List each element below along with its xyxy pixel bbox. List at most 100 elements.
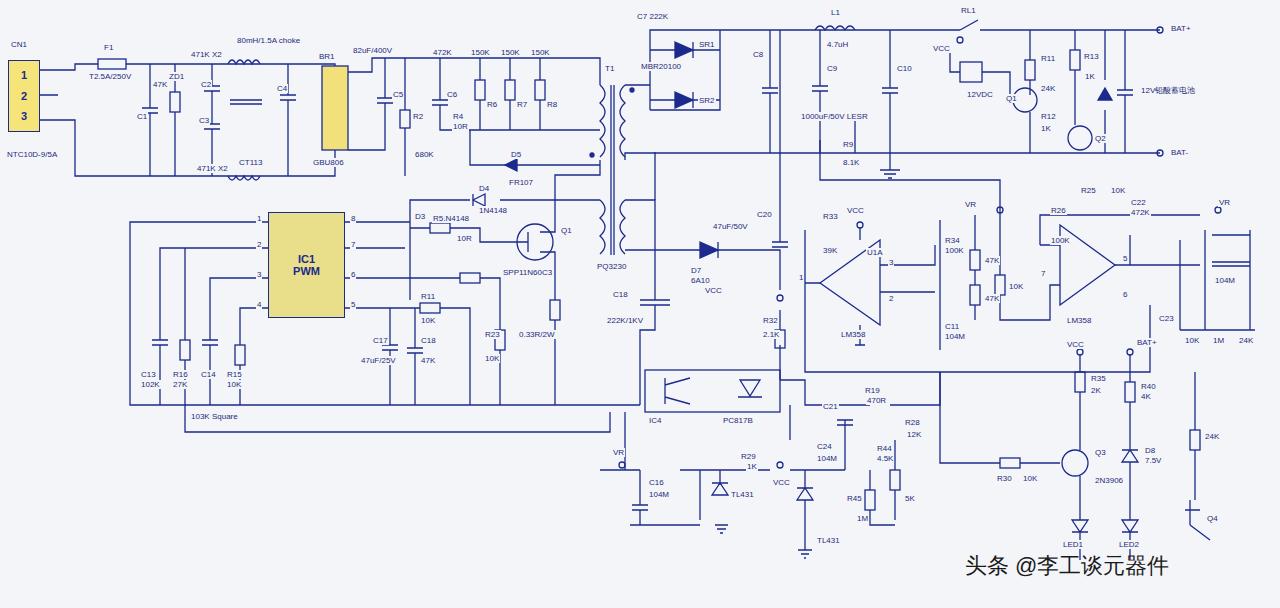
component-label: 471K X2 — [190, 50, 223, 59]
component-label: R35 — [1090, 374, 1107, 383]
component-label: 2K — [1090, 386, 1102, 395]
component-label: 24K — [1040, 84, 1056, 93]
component-label: 24K — [1238, 336, 1254, 345]
component-label: C22 — [1130, 198, 1147, 207]
component-label: 104M — [944, 332, 966, 341]
component-label: Q1 — [1005, 94, 1018, 103]
connector-block: 1 2 3 — [8, 60, 40, 132]
component-label: 12V铅酸蓄电池 — [1140, 86, 1196, 95]
component-label: NTC10D-9/5A — [6, 150, 58, 159]
component-label: C20 — [756, 210, 773, 219]
component-label: 10R — [452, 122, 469, 131]
component-label: 680K — [414, 150, 435, 159]
component-label: 472K — [1130, 208, 1151, 217]
component-label: 10K — [484, 354, 500, 363]
component-label: LED2 — [1118, 540, 1140, 549]
component-label: R19 — [864, 386, 881, 395]
component-label: IC4 — [648, 416, 662, 425]
component-label: 1 — [798, 273, 804, 282]
component-label: R28 — [904, 418, 921, 427]
component-label: C16 — [648, 478, 665, 487]
component-label: R7 — [516, 100, 528, 109]
component-label: R5 — [432, 214, 444, 223]
component-label: 6 — [350, 270, 356, 279]
component-label: R32 — [762, 316, 779, 325]
component-label: T1 — [604, 64, 615, 73]
component-label: 1K — [1084, 72, 1096, 81]
component-label: VCC — [1066, 340, 1085, 349]
component-label: 472K — [432, 48, 453, 57]
component-label: BAT+ — [1136, 338, 1158, 347]
component-label: 1N4148 — [440, 214, 470, 223]
component-label: C1 — [136, 112, 148, 121]
component-label: 24K — [1204, 432, 1220, 441]
component-label: 470R — [866, 396, 887, 405]
component-label: R6 — [486, 100, 498, 109]
component-label: C18 — [612, 290, 629, 299]
component-label: 222K/1KV — [606, 316, 644, 325]
component-label: 100K — [944, 246, 965, 255]
component-label: C14 — [200, 370, 217, 379]
component-label: 102K — [140, 380, 161, 389]
component-label: 10K — [1008, 282, 1024, 291]
component-label: 5K — [904, 494, 916, 503]
component-label: 8.1K — [842, 158, 860, 167]
component-label: 3 — [256, 270, 262, 279]
component-label: 7.5V — [1144, 456, 1162, 465]
component-label: C18 — [420, 336, 437, 345]
component-label: PC817B — [722, 416, 754, 425]
component-label: CT113 — [238, 158, 263, 167]
component-label: VCC — [772, 478, 791, 487]
component-label: 150K — [500, 48, 521, 57]
component-label: D3 — [414, 212, 426, 221]
component-label: BAT+ — [1170, 24, 1192, 33]
component-label: F1 — [103, 43, 114, 52]
watermark: 头条 @李工谈元器件 — [964, 553, 1170, 579]
component-label: 8 — [350, 214, 356, 223]
component-label: 2.1K — [762, 330, 780, 339]
component-label: C21 — [822, 402, 839, 411]
component-label: 104M — [648, 490, 670, 499]
component-label: CN1 — [10, 40, 28, 49]
component-label: 10K — [420, 316, 436, 325]
component-label: PQ3230 — [596, 262, 627, 271]
component-label: 150K — [470, 48, 491, 57]
component-label: R4 — [452, 112, 464, 121]
component-label: TL431 — [730, 490, 755, 499]
component-label: C8 — [752, 50, 764, 59]
component-label: 80mH/1.5A choke — [236, 36, 301, 45]
component-label: R12 — [1040, 112, 1057, 121]
ic-box: IC1PWM — [268, 212, 345, 318]
component-label: C23 — [1158, 314, 1175, 323]
component-label: 7 — [1040, 269, 1046, 278]
component-label: R44 — [876, 444, 893, 453]
component-label: 27K — [172, 380, 188, 389]
component-label: C4 — [276, 84, 288, 93]
component-label: R23 — [484, 330, 501, 339]
component-label: 4.7uH — [826, 40, 849, 49]
component-label: R40 — [1140, 382, 1157, 391]
component-label: VCC — [932, 44, 951, 53]
component-label: VCC — [704, 286, 723, 295]
component-label: 100K — [1050, 236, 1071, 245]
component-label: L1 — [830, 8, 841, 17]
component-label: U1A — [866, 248, 884, 257]
component-label: 47uF/50V — [712, 222, 749, 231]
component-label: D4 — [478, 184, 490, 193]
component-label: 6 — [1122, 290, 1128, 299]
component-label: VCC — [846, 206, 865, 215]
component-label: 3 — [888, 258, 894, 267]
component-label: R2 — [412, 112, 424, 121]
component-label: 1K — [1040, 124, 1052, 133]
component-label: 5 — [1122, 254, 1128, 263]
component-label: C17 — [372, 336, 389, 345]
component-label: 47K — [152, 80, 168, 89]
component-label: D5 — [510, 150, 522, 159]
component-label: 10K — [1022, 474, 1038, 483]
component-label: 82uF/400V — [352, 46, 393, 55]
component-label: 2 — [888, 294, 894, 303]
component-label: 7 — [350, 240, 356, 249]
part-text: 1 2 3 — [19, 65, 30, 128]
component-label: 104M — [1214, 276, 1236, 285]
component-label: 10K — [226, 380, 242, 389]
